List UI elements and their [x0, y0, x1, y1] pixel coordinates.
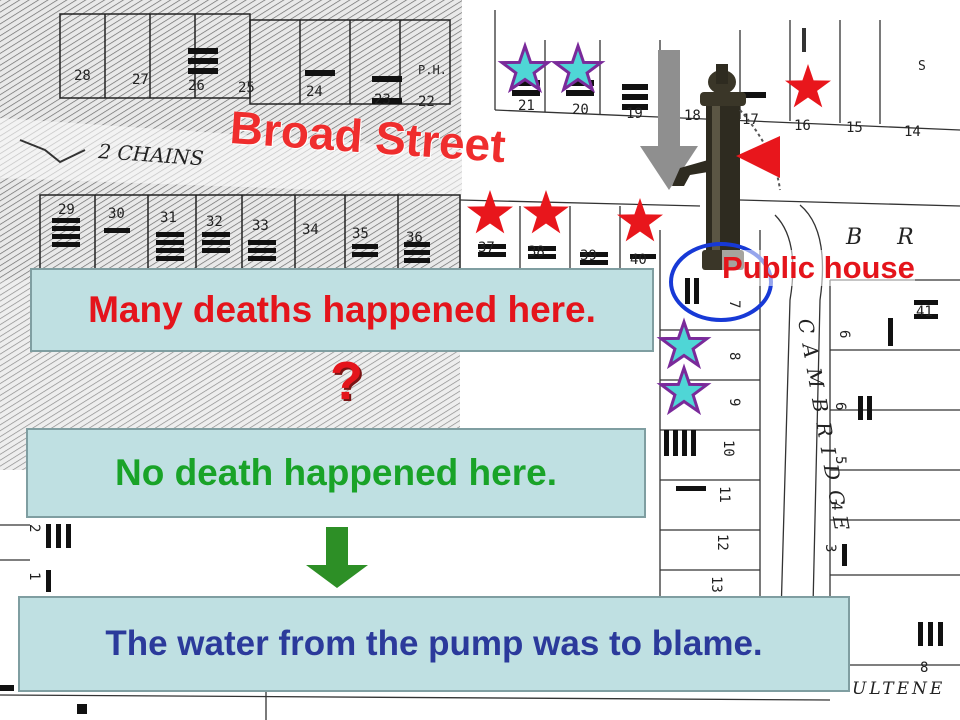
house-number: 39: [580, 248, 597, 264]
map-blocks-right: [0, 10, 960, 720]
water-pump-icon: [672, 64, 781, 270]
street-letters-br: B R: [845, 225, 928, 250]
house-number: 26: [188, 78, 205, 94]
house-number: 7: [726, 300, 742, 308]
many-deaths-box: Many deaths happened here.: [30, 268, 654, 352]
house-number: 19: [626, 106, 643, 122]
no-death-text: No death happened here.: [114, 452, 557, 493]
conclusion-box: The water from the pump was to blame.: [18, 596, 850, 692]
house-number: 36: [406, 230, 423, 246]
house-number: 3: [822, 544, 838, 552]
house-number: 13: [708, 576, 724, 593]
house-number: 41: [916, 304, 933, 320]
house-number: 35: [352, 226, 369, 242]
conclusion-text: The water from the pump was to blame.: [105, 624, 763, 663]
house-number: 14: [904, 124, 921, 140]
house-number: 29: [58, 202, 75, 218]
question-mark: ?: [330, 351, 363, 411]
house-number: 40: [630, 252, 647, 268]
no-death-box: No death happened here.: [26, 428, 646, 518]
house-number: 24: [306, 84, 323, 100]
house-number: 8: [726, 352, 742, 360]
many-deaths-text: Many deaths happened here.: [88, 289, 596, 330]
house-number: 9: [726, 398, 742, 406]
house-number: 32: [206, 214, 223, 230]
house-number: 6: [832, 402, 848, 410]
house-number: 30: [108, 206, 125, 222]
house-number: 38: [528, 244, 545, 260]
house-number: 16: [794, 118, 811, 134]
house-number: 10: [720, 440, 736, 457]
house-number: 2: [26, 524, 42, 532]
green-down-arrow-icon: [306, 527, 368, 588]
death-bars-right: [0, 80, 943, 714]
teal-star-icon: [659, 320, 709, 367]
house-number: 22: [418, 94, 435, 110]
house-number: 6: [836, 330, 852, 338]
red-star-icon: [467, 190, 513, 234]
public-house-label: Public house: [722, 250, 915, 286]
corner-mark: S: [918, 59, 926, 74]
house-number: 25: [238, 80, 255, 96]
hatched-blocks: [39, 13, 461, 276]
house-number: 31: [160, 210, 177, 226]
house-number: 28: [74, 68, 91, 84]
house-number: 34: [302, 222, 319, 238]
house-number: 4: [828, 502, 844, 510]
house-number: 8: [920, 660, 928, 676]
house-number-labels: 28 27 26 25 24 23 22 21 20 19 18 17 16 1…: [26, 59, 933, 676]
house-number: 12: [714, 534, 730, 551]
red-star-icon: [785, 64, 831, 108]
house-number: 21: [518, 98, 535, 114]
house-number: 15: [846, 120, 863, 136]
house-number: 27: [132, 72, 149, 88]
house-number: 37: [478, 240, 495, 256]
house-number: 18: [684, 108, 701, 124]
red-star-icon: [523, 190, 569, 234]
corner-label: P.H.: [418, 63, 447, 77]
house-number: 11: [716, 486, 732, 503]
bottom-street-label: ULTENE: [852, 679, 945, 699]
red-triangle-icon: [736, 136, 780, 178]
house-number: 5: [832, 456, 848, 464]
death-bars-left: [52, 48, 430, 263]
house-number: 33: [252, 218, 269, 234]
gray-down-arrow-icon: [640, 50, 698, 190]
house-number: 1: [26, 572, 42, 580]
house-number: 20: [572, 102, 589, 118]
teal-star-icon: [659, 366, 709, 413]
house-number: 23: [374, 92, 391, 108]
